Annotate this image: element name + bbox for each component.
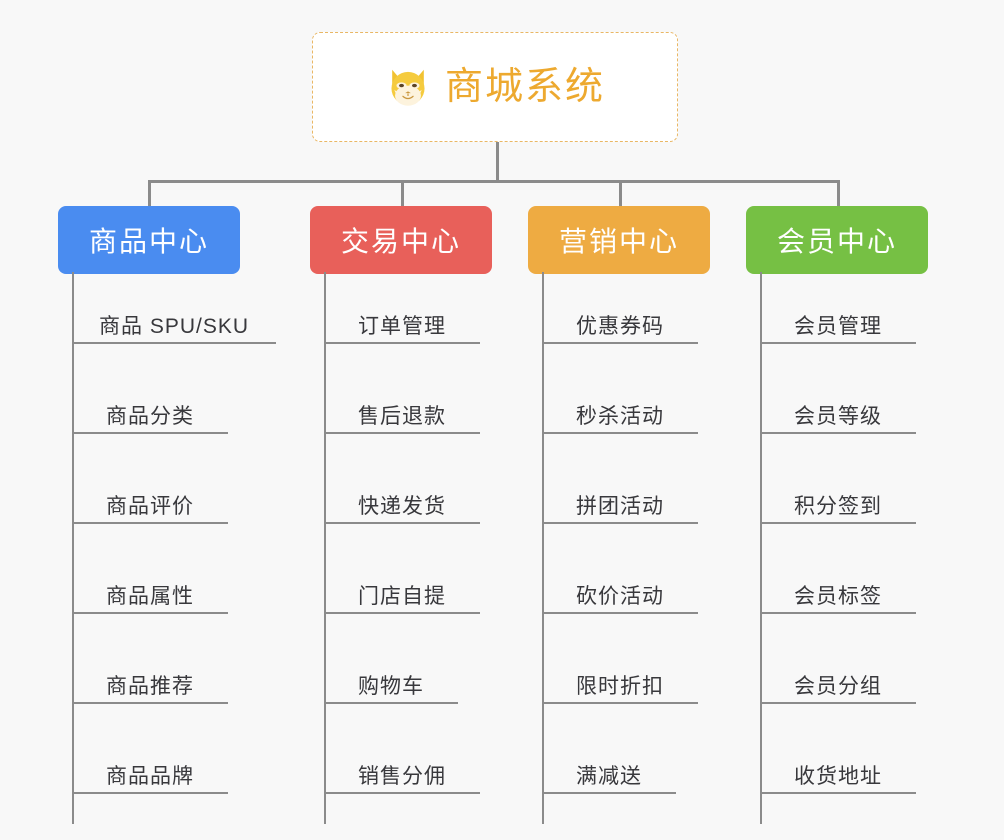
leaf-item[interactable]: 售后退款 — [324, 390, 480, 434]
leaf-label: 拼团活动 — [576, 494, 664, 518]
leaf-item[interactable]: 会员等级 — [760, 390, 916, 434]
leaf-item[interactable]: 会员标签 — [760, 570, 916, 614]
leaf-label: 会员标签 — [794, 584, 882, 608]
leaf-label: 商品分类 — [106, 404, 194, 428]
leaf-item[interactable]: 收货地址 — [760, 750, 916, 794]
leaf-item[interactable]: 门店自提 — [324, 570, 480, 614]
leaf-label: 商品 SPU/SKU — [98, 314, 250, 338]
leaf-label: 收货地址 — [794, 764, 882, 788]
leaf-item[interactable]: 销售分佣 — [324, 750, 480, 794]
leaf-item[interactable]: 积分签到 — [760, 480, 916, 524]
leaf-label: 砍价活动 — [576, 584, 664, 608]
leaf-label: 秒杀活动 — [576, 404, 664, 428]
connector-root-stem — [496, 142, 499, 182]
leaf-label: 商品品牌 — [106, 764, 194, 788]
leaf-label: 会员分组 — [794, 674, 882, 698]
connector-drop-2 — [401, 180, 404, 206]
leaf-label: 会员等级 — [794, 404, 882, 428]
leaf-label: 满减送 — [576, 764, 642, 788]
category-box-1[interactable]: 商品中心 — [58, 206, 240, 274]
leaf-trunk-2 — [324, 272, 326, 824]
leaf-item[interactable]: 优惠券码 — [542, 300, 698, 344]
leaf-label: 门店自提 — [358, 584, 446, 608]
leaf-item[interactable]: 商品推荐 — [72, 660, 228, 704]
category-box-3[interactable]: 营销中心 — [528, 206, 710, 274]
leaf-label: 购物车 — [358, 674, 424, 698]
leaf-item[interactable]: 会员分组 — [760, 660, 916, 704]
leaf-label: 商品属性 — [106, 584, 194, 608]
category-label-4: 会员中心 — [776, 226, 897, 257]
leaf-item[interactable]: 砍价活动 — [542, 570, 698, 614]
leaf-item[interactable]: 限时折扣 — [542, 660, 698, 704]
root-title: 商城系统 — [444, 66, 605, 108]
category-label-3: 营销中心 — [558, 226, 679, 257]
leaf-item[interactable]: 商品品牌 — [72, 750, 228, 794]
leaf-trunk-4 — [760, 272, 762, 824]
leaf-item[interactable]: 商品 SPU/SKU — [72, 300, 276, 344]
leaf-label: 限时折扣 — [576, 674, 664, 698]
leaf-label: 订单管理 — [358, 314, 446, 338]
leaf-label: 积分签到 — [794, 494, 882, 518]
leaf-item[interactable]: 商品分类 — [72, 390, 228, 434]
root-node[interactable]: 商城系统 — [312, 32, 678, 142]
leaf-item[interactable]: 拼团活动 — [542, 480, 698, 524]
leaf-item[interactable]: 购物车 — [324, 660, 458, 704]
leaf-trunk-3 — [542, 272, 544, 824]
connector-drop-4 — [837, 180, 840, 206]
leaf-label: 售后退款 — [358, 404, 446, 428]
leaf-label: 快递发货 — [358, 494, 446, 518]
category-box-4[interactable]: 会员中心 — [746, 206, 928, 274]
connector-bus — [149, 180, 839, 183]
leaf-trunk-1 — [72, 272, 74, 824]
connector-drop-1 — [148, 180, 151, 206]
connector-drop-3 — [619, 180, 622, 206]
leaf-item[interactable]: 快递发货 — [324, 480, 480, 524]
leaf-label: 商品推荐 — [106, 674, 194, 698]
leaf-label: 优惠券码 — [576, 314, 664, 338]
category-box-2[interactable]: 交易中心 — [310, 206, 492, 274]
leaf-item[interactable]: 商品属性 — [72, 570, 228, 614]
leaf-item[interactable]: 会员管理 — [760, 300, 916, 344]
leaf-label: 商品评价 — [106, 494, 194, 518]
leaf-item[interactable]: 订单管理 — [324, 300, 480, 344]
leaf-item[interactable]: 秒杀活动 — [542, 390, 698, 434]
leaf-item[interactable]: 满减送 — [542, 750, 676, 794]
dog-face-icon — [385, 64, 431, 110]
leaf-label: 会员管理 — [794, 314, 882, 338]
category-label-2: 交易中心 — [340, 226, 461, 257]
category-label-1: 商品中心 — [88, 226, 209, 257]
leaf-item[interactable]: 商品评价 — [72, 480, 228, 524]
leaf-label: 销售分佣 — [358, 764, 446, 788]
